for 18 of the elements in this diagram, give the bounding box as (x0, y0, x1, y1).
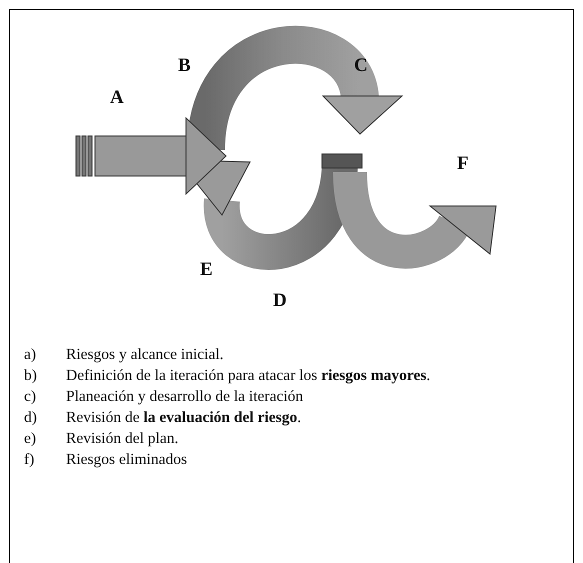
list-marker: c) (24, 387, 38, 407)
list-item-text: Definición de la iteración para atacar los riesgos mayores. (66, 366, 432, 386)
list-marker: d) (24, 408, 38, 428)
callout-letter: E (200, 260, 213, 279)
callout-letter: B (178, 56, 191, 75)
list-item-text: Revisión del plan. (66, 429, 180, 449)
list-item-text: Planeación y desarrollo de la iteración (66, 387, 304, 407)
callout-letter: C (354, 56, 368, 75)
callout-letter: F (457, 154, 469, 173)
list-marker: a) (24, 345, 38, 365)
callout-letter: A (110, 88, 124, 107)
list-item-text: Revisión de la evaluación del riesgo. (66, 408, 302, 428)
list-marker: b) (24, 366, 38, 386)
list-marker: e) (24, 429, 38, 449)
list-marker: f) (24, 450, 36, 470)
callout-letter: D (273, 291, 287, 310)
list-item-text: Riesgos eliminados (66, 450, 188, 470)
list-item-text: Riesgos y alcance inicial. (66, 345, 225, 365)
